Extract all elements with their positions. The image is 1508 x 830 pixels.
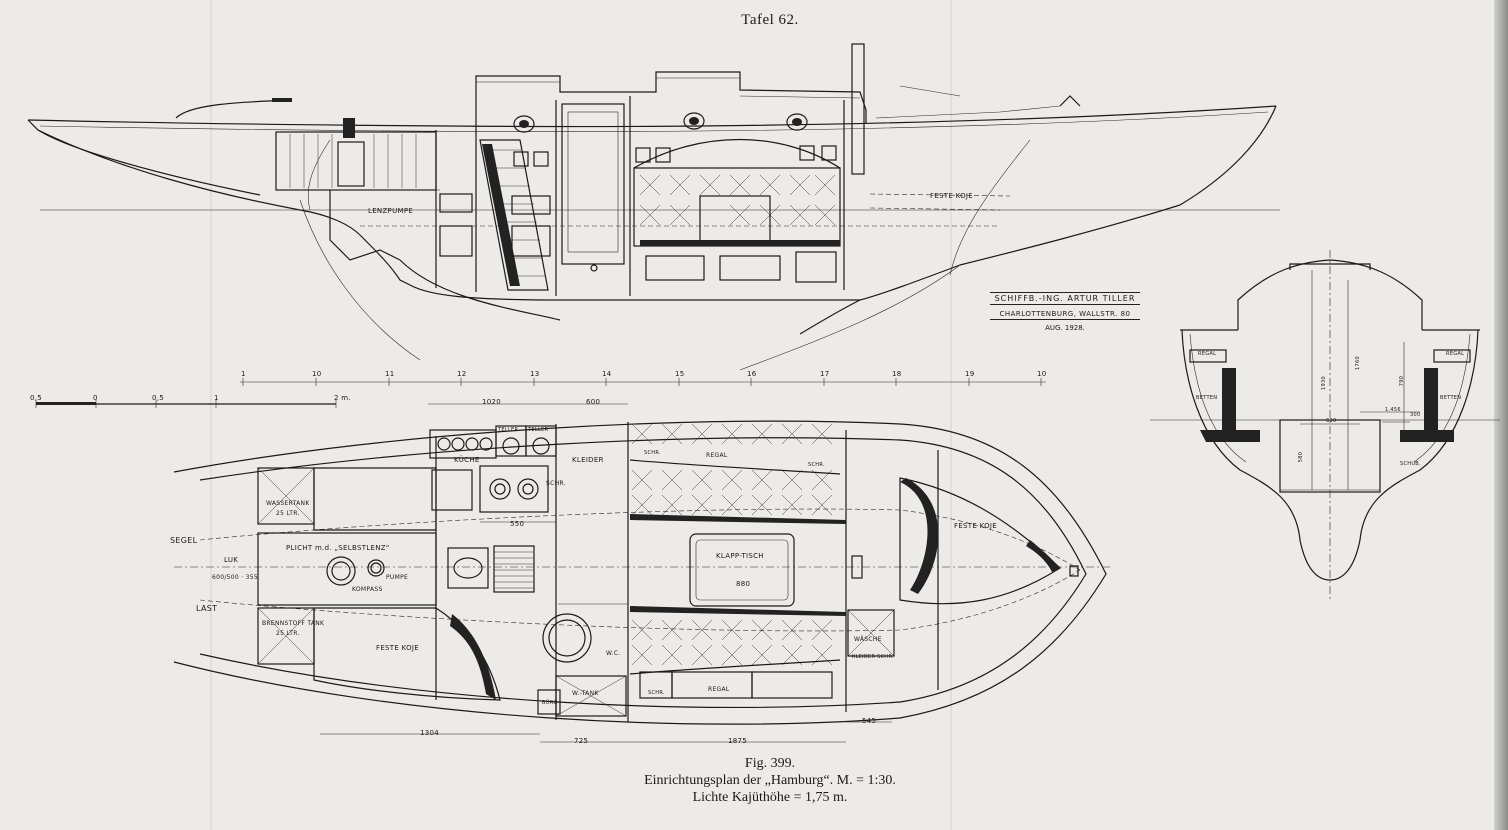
label-feste-koje-profile: FESTE KOJE	[930, 192, 974, 200]
plan-view	[173, 403, 1110, 743]
section-betten-right: BETTEN	[1440, 395, 1462, 401]
label-schr-2: SCHR.	[644, 450, 661, 456]
section-dim-1760: 1760	[1354, 356, 1361, 370]
stamp-address: CHARLOTTENBURG, WALLSTR. 80	[990, 310, 1140, 320]
section-dim-630: 630	[1326, 418, 1337, 424]
section-dim-1456: 1.456	[1385, 407, 1401, 413]
figure-number: Fig. 399.	[744, 756, 796, 771]
label-luk: LUK	[224, 556, 239, 564]
label-klapptisch: KLAPP-TISCH	[716, 552, 764, 560]
section-betten-left: BETTEN	[1196, 395, 1218, 401]
page-edge	[1494, 0, 1508, 830]
designer-stamp: SCHIFFB.-ING. ARTUR TILLER CHARLOTTENBUR…	[990, 292, 1140, 332]
label-wtank: W.-TANK	[572, 690, 599, 697]
label-brennstofftank-vol: 25 LTR.	[276, 630, 300, 637]
section-dim-1930: 1930	[1320, 376, 1327, 390]
label-teller-2: TELLER	[528, 427, 549, 433]
section-regal-right: REGAL	[1446, 351, 1465, 357]
label-wassertank: WASSERTANK	[266, 500, 310, 507]
label-regal-2: REGAL	[708, 686, 730, 693]
station-number: 16	[747, 370, 757, 378]
station-number: 18	[892, 370, 902, 378]
scale-tick: 2 m.	[334, 394, 351, 402]
label-feste-koje-aft: FESTE KOJE	[376, 644, 420, 652]
plate-title: Tafel 62.	[741, 12, 799, 28]
station-number: 15	[675, 370, 685, 378]
dim-1875: 1875	[728, 737, 748, 745]
station-number: 1	[241, 370, 246, 378]
section-regal-left: REGAL	[1198, 351, 1217, 357]
label-teller-1: TELLER	[498, 427, 519, 433]
section-dim-790: 790	[1399, 375, 1406, 387]
label-pumpe: PUMPE	[386, 574, 409, 581]
label-schr-3: SCHR.	[808, 462, 825, 468]
figure-caption: Einrichtungsplan der „Hamburg“. M. = 1:3…	[644, 773, 896, 788]
dim-600: 600	[586, 398, 601, 406]
label-schr-4: SCHR.	[648, 690, 665, 696]
station-number: 10	[1037, 370, 1047, 378]
section-dim-580: 580	[1298, 451, 1305, 463]
label-plicht: PLICHT m.d. „SELBSTLENZ“	[286, 544, 390, 552]
scale-tick: 1	[214, 394, 219, 402]
dim-545: 545	[862, 717, 877, 725]
station-number: 12	[457, 370, 467, 378]
station-number: 11	[385, 370, 395, 378]
label-klapptisch-width: 880	[736, 580, 751, 588]
station-number: 13	[530, 370, 540, 378]
label-kompass: KOMPASS	[352, 586, 383, 593]
fold-line	[210, 0, 212, 830]
dim-1304: 1304	[420, 729, 440, 737]
label-wassertank-vol: 25 LTR.	[276, 510, 300, 517]
label-wasche: WÄSCHE	[854, 636, 882, 643]
scale-tick: 0	[93, 394, 98, 402]
label-kleider: KLEIDER	[572, 456, 604, 464]
dim-1020: 1020	[482, 398, 502, 406]
scale-tick: 0,5	[30, 394, 43, 402]
label-lenzpumpe: LENZPUMPE	[368, 207, 414, 215]
stamp-designer: SCHIFFB.-ING. ARTUR TILLER	[990, 292, 1140, 305]
scale-tick: 0,5	[152, 394, 165, 402]
label-kuche: KÜCHE	[454, 456, 480, 464]
label-brennstofftank: BRENNSTOFF TANK	[262, 620, 325, 627]
label-kleiderschr: KLEIDER SCHR.	[852, 654, 894, 660]
section-dim-300: 300	[1410, 412, 1421, 418]
label-buro: BÜRO	[542, 700, 558, 706]
station-number: 19	[965, 370, 975, 378]
station-number: 10	[312, 370, 322, 378]
label-regal-1: REGAL	[706, 452, 728, 459]
dim-725: 725	[574, 737, 589, 745]
station-line	[240, 378, 1046, 386]
label-last: LAST	[196, 604, 218, 613]
scale-bar	[35, 400, 337, 408]
label-feste-koje-fwd: FESTE KOJE	[954, 522, 998, 530]
midship-section	[1150, 250, 1500, 600]
figure-subcaption: Lichte Kajüthöhe = 1,75 m.	[692, 790, 848, 805]
section-schub: SCHUB.	[1400, 461, 1421, 467]
label-wc: W.C.	[606, 650, 621, 657]
dim-550: 550	[510, 520, 525, 528]
label-schr: SCHR.	[546, 480, 566, 487]
profile-view	[27, 43, 1280, 371]
stamp-date: AUG. 1928.	[1045, 324, 1085, 332]
station-number: 17	[820, 370, 830, 378]
label-luk-dims: 600/500 · 355	[212, 574, 258, 581]
label-segel: SEGEL	[170, 536, 198, 545]
station-number: 14	[602, 370, 612, 378]
fold-line	[950, 0, 952, 830]
